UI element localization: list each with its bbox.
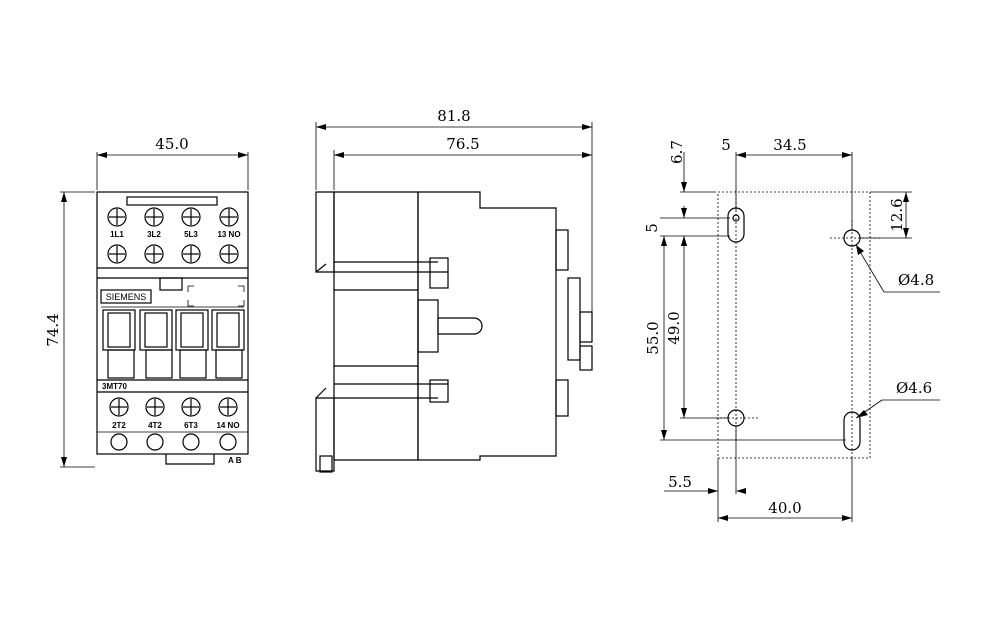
side-rail-clip-bottom	[315, 397, 335, 472]
slot-offset-label: 5	[721, 136, 731, 154]
slot-height-label: 5	[643, 223, 661, 233]
terminal-label-6t3: 6T3	[184, 421, 198, 430]
bottom-clip	[165, 454, 215, 465]
mount-right-offset-dim: 12.6	[860, 191, 912, 239]
hole-dia-1-label: Ø4.8	[898, 271, 934, 289]
mount-bottom-spacing-dim: 40.0	[718, 458, 853, 522]
label-window-corners	[187, 285, 245, 307]
side-step-top	[555, 229, 569, 271]
terminal-label-1l1: 1L1	[110, 230, 124, 239]
terminal-label-2t2: 2T2	[112, 421, 126, 430]
terminal-label-14no: 14 NO	[216, 421, 239, 430]
screw-1l1-top	[107, 207, 127, 227]
side-base-body	[333, 191, 419, 461]
terminal-label-13no: 13 NO	[217, 230, 240, 239]
top-offset-label: 6.7	[668, 140, 686, 164]
mount-hole-top-left-slot	[727, 207, 745, 243]
screw-3l2-top	[144, 207, 164, 227]
terminal-label-5l3: 5L3	[184, 230, 198, 239]
mount-left-offset-dim: 5.5	[664, 428, 746, 522]
mount-view: 34.5 5 6.7 5 12.6	[643, 136, 940, 522]
front-width-dimension: 45.0	[96, 135, 249, 190]
hole-dia-leader-1: Ø4.8	[855, 244, 940, 293]
vertical-span-label: 55.0	[644, 321, 662, 354]
model-label: 3MT70	[102, 382, 127, 391]
terminal-label-3l2: 3L2	[147, 230, 161, 239]
corner-mark: A B	[228, 456, 242, 465]
contact-windows	[102, 309, 245, 379]
mount-vertical-span-dim: 55.0	[644, 236, 846, 441]
brand-plate	[100, 289, 152, 304]
right-offset-label: 12.6	[888, 198, 906, 231]
side-overall-label: 81.8	[437, 107, 470, 125]
front-width-label: 45.0	[155, 135, 188, 153]
side-view: 81.8 76.5	[315, 107, 593, 473]
bottom-spacing-label: 40.0	[768, 499, 801, 517]
vertical-spacing-label: 49.0	[665, 311, 683, 344]
side-step-bottom	[555, 379, 569, 417]
left-offset-label: 5.5	[668, 473, 692, 491]
top-latch	[159, 277, 183, 291]
front-height-dimension: 74.4	[44, 191, 95, 468]
mount-vertical-spacing-dim: 49.0	[665, 236, 728, 419]
screw-5l3-top	[181, 207, 201, 227]
hole-dia-2-label: Ø4.6	[896, 379, 932, 397]
side-rail-clip-top	[315, 191, 335, 273]
side-body-label: 76.5	[446, 135, 479, 153]
front-height-label: 74.4	[44, 313, 62, 346]
mount-outline	[717, 191, 871, 459]
side-plunger	[437, 317, 483, 335]
mount-top-offset-dim: 6.7	[668, 140, 716, 193]
front-top-strip	[126, 196, 218, 206]
bottom-terminal-screws: 2T2 4T2 6T3 14 NO	[109, 397, 240, 451]
hole-spacing-x-label: 34.5	[773, 136, 806, 154]
front-view: 45.0 74.4	[44, 135, 249, 468]
side-body-dimension: 76.5	[333, 135, 592, 190]
terminal-label-4t2: 4T2	[148, 421, 162, 430]
side-upper-body	[417, 191, 557, 461]
front-body-outline	[96, 191, 249, 455]
top-terminal-screws: 1L1 3L2 5L3 13 NO	[107, 207, 241, 264]
hole-dia-leader-2: Ø4.6	[855, 379, 940, 419]
screw-13no-top	[219, 207, 239, 227]
mount-top-dimensions: 34.5 5	[721, 136, 853, 230]
brand-logo: SIEMENS	[106, 292, 147, 302]
mount-slot-height-dim: 5	[643, 206, 730, 246]
